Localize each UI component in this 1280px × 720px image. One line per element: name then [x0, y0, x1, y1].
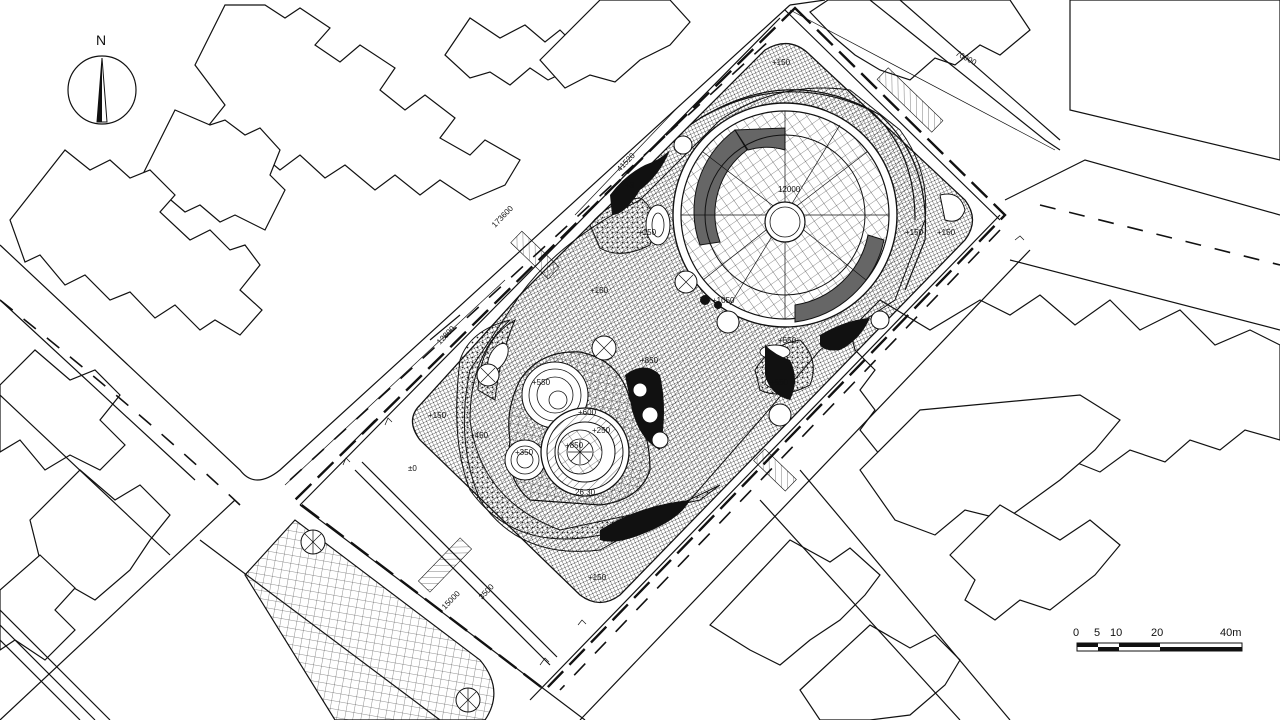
rotunda — [672, 102, 898, 328]
trees — [476, 135, 890, 449]
dimension-173600: 173600 — [490, 204, 515, 230]
elevation-label: +350 — [515, 448, 534, 457]
elevation-label: +850 — [640, 356, 659, 365]
elevation-label: +150 — [588, 573, 607, 582]
elevation-label: +450 — [470, 431, 489, 440]
elevation-label: +550 — [532, 378, 551, 387]
elevation-label: 26.30 — [575, 488, 596, 497]
elevation-label: +150 — [905, 228, 924, 237]
scale-bar: 0 5 10 20 40m — [1073, 627, 1243, 652]
dimension-15000: 15000 — [440, 589, 462, 612]
elevation-label: +150 — [772, 58, 791, 67]
dotted-walkway — [456, 319, 721, 540]
elevation-label: +550 — [778, 336, 797, 345]
mound-garden — [504, 351, 651, 506]
elevation-label: +150 — [428, 411, 447, 420]
scale-label: 10 — [1110, 627, 1122, 639]
parking-marks — [342, 235, 1025, 666]
rotunda-path-arc — [689, 89, 927, 291]
elevation-label: +150 — [638, 228, 657, 237]
shrub-masses — [600, 150, 870, 542]
elevation-label: +150 — [937, 228, 956, 237]
elevation-label: +850 — [565, 441, 584, 450]
plaza-tree — [455, 687, 481, 713]
north-label: N — [96, 32, 106, 48]
site-boundary — [293, 6, 1007, 692]
elevation-label: +1050 — [712, 296, 735, 305]
scale-label: 0 — [1073, 627, 1079, 639]
parking-strip — [354, 469, 551, 666]
elevation-label: +550 — [770, 378, 789, 387]
plaza-tree — [300, 529, 326, 555]
paved-plaza-southwest — [244, 519, 495, 720]
dimension-3500: 3500 — [477, 582, 496, 601]
scale-label: 40m — [1220, 627, 1241, 639]
elevation-label: +250 — [592, 426, 611, 435]
elevation-label: +150 — [590, 286, 609, 295]
elevation-label: ±0 — [408, 464, 417, 473]
scale-label: 5 — [1094, 627, 1100, 639]
scale-label: 20 — [1151, 627, 1163, 639]
north-arrow: N — [67, 32, 137, 125]
elevation-labels: +150 +3 +150 +150 +150 +150 +1050 +850 +… — [408, 58, 956, 582]
dimension-12000: 12000 — [778, 185, 801, 194]
elevation-label: +3 — [625, 181, 635, 190]
elevation-label: +600 — [578, 408, 597, 417]
